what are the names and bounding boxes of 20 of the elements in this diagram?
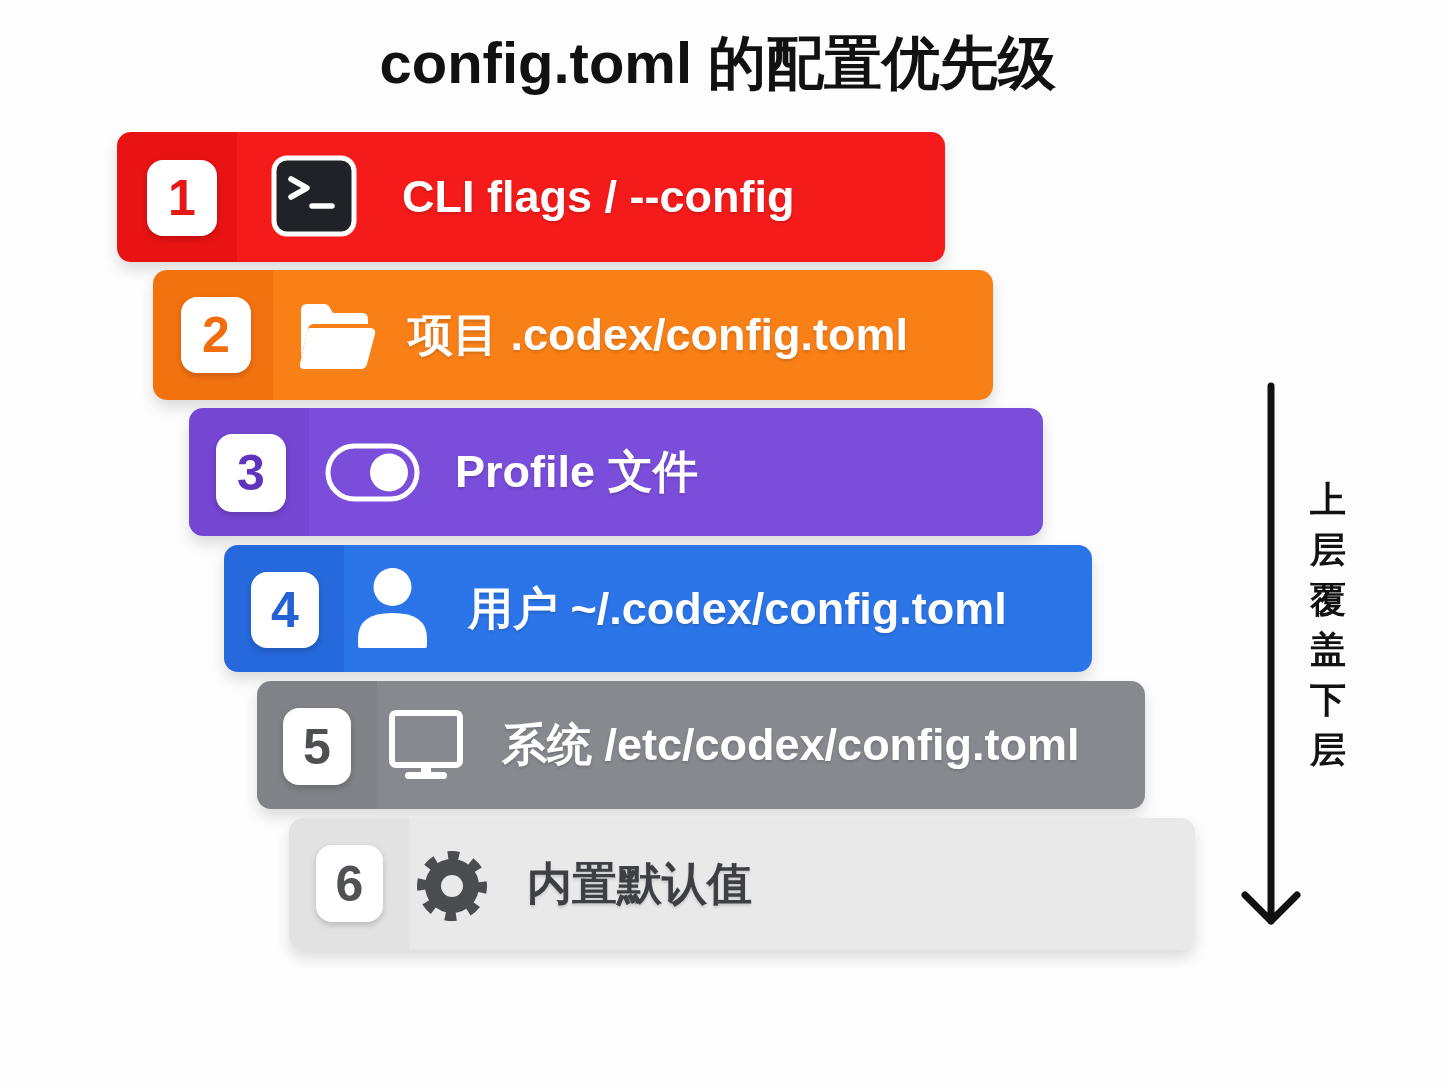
layer-label: Profile 文件 — [455, 446, 698, 498]
number-badge: 2 — [181, 297, 251, 373]
number-badge: 5 — [283, 708, 351, 785]
layer-bar — [289, 818, 1195, 950]
layer-bar — [117, 132, 945, 262]
layer-label: 系统 /etc/codex/config.toml — [502, 719, 1080, 771]
layer-label: CLI flags / --config — [402, 171, 795, 223]
direction-label: 上层覆盖下层 — [1309, 478, 1347, 772]
number-badge: 4 — [251, 572, 319, 648]
layer-label: 内置默认值 — [527, 858, 752, 910]
layer-bar — [257, 681, 1145, 809]
layer-bar — [224, 545, 1092, 672]
layer-label: 用户 ~/.codex/config.toml — [468, 582, 1007, 635]
layer-label: 项目 .codex/config.toml — [408, 309, 909, 361]
number-badge: 6 — [316, 845, 383, 922]
layer-bar — [153, 270, 993, 400]
number-badge: 3 — [216, 434, 286, 512]
title: config.toml 的配置优先级 — [379, 29, 1057, 97]
number-badge: 1 — [147, 160, 217, 236]
layer-bar — [189, 408, 1043, 536]
